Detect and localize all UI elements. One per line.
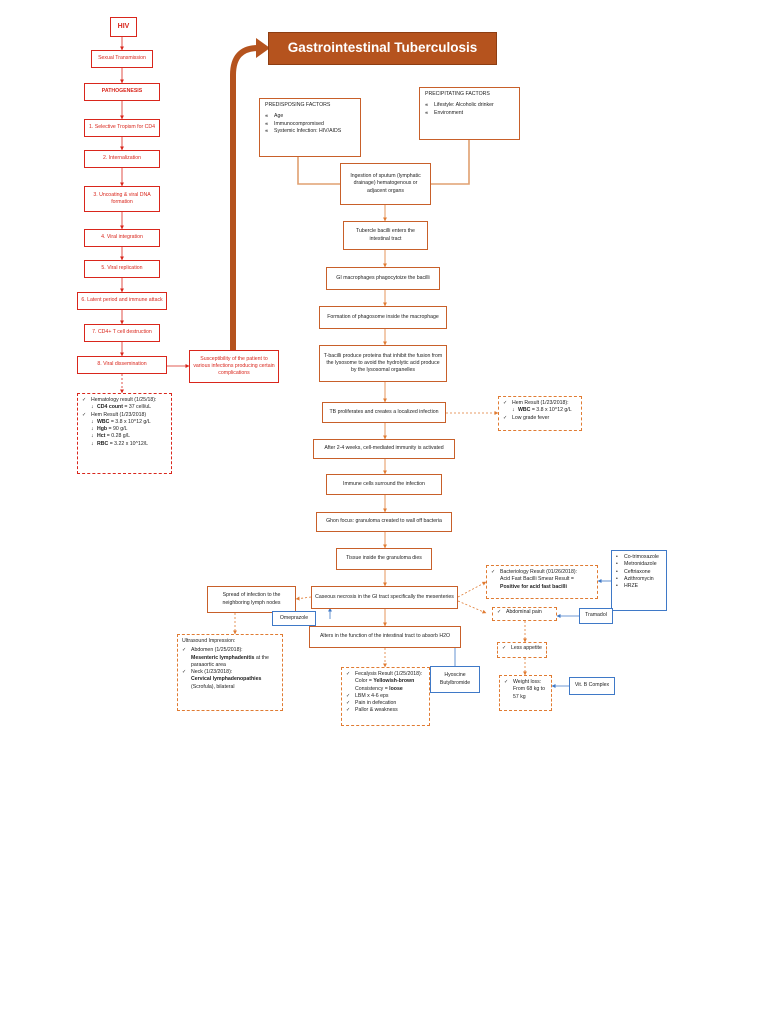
ultrasound-impression: Ultrasound Impression: ✓Abdomen (1/25/20… [177,634,283,711]
hiv-transmission: Sexual Transmission [91,50,153,68]
hiv-step-3: 3. Uncoating & viral DNA formation [84,186,160,212]
hiv-step-1: 1. Selective Tropism for CD4 [84,119,160,137]
flow-phagocytosis: GI macrophages phagocytoize the bacilli [326,267,440,290]
caseous-to-pain-arrow [457,600,487,614]
flow-immune-cells: Immune cells surround the infection [326,474,442,495]
hem-result-right: ✓Hem Result (1/23/2018): ↓WBC = 3.8 x 10… [498,396,582,431]
fecalysis-result: ✓Fecalysis Result (1/25/2018): Color = Y… [341,667,430,726]
precipitating-connector [431,140,470,185]
weight-loss: ✓Weight loss: From 68 kg to 57 kg [499,675,552,711]
flow-granuloma-dies: Tissue inside the granuloma dies [336,548,432,570]
big-arrow-head [256,38,270,58]
hiv-step-5: 5. Viral replication [84,260,160,278]
susceptibility-box: Susceptibility of the patient to various… [189,350,279,383]
hyoscine-to-alters [442,644,456,666]
hiv-lab-results: ✓Hematology result (1/25/18): ↓CD4 count… [77,393,172,474]
predisposing-factors: PREDISPOSING FACTORS ∝Age ∝Immunocomprom… [259,98,361,157]
precipitating-factors: PRECIPITATING FACTORS ∝Lifestyle: Alcoho… [419,87,520,140]
antibiotics-list: •Co-trimoxazole •Metronidazole •Ceftriax… [611,550,667,611]
caseous-to-spread-arrow [295,596,312,601]
abdominal-pain: ✓Abdominal pain [492,607,557,621]
omeprazole-box: Omeprazole [272,611,316,626]
hiv-step-2: 2. Internalization [84,150,160,168]
caseous-to-bacteriology-arrow [457,581,487,598]
hyoscine-box: Hyoscine Butylbromide [430,666,480,693]
vitamin-b-complex-box: Vit. B Complex [569,677,615,695]
page-title: Gastrointestinal Tuberculosis [268,32,497,65]
flow-cell-mediated-immunity: After 2-4 weeks, cell-mediated immunity … [313,439,455,459]
predisposing-connector [297,157,340,185]
hiv-step-7: 7. CD4+ T cell destruction [84,324,160,342]
flow-alters-function: Alters in the function of the intestinal… [309,626,461,648]
flow-phagosome: Formation of phagosome inside the macrop… [319,306,447,329]
spread-lymph-nodes: Spread of infection to the neighboring l… [207,586,296,613]
flow-localized-infection: TB proliferates and creates a localized … [322,402,446,423]
tramadol-box: Tramadol [579,608,613,624]
hiv-pathogenesis: PATHOGENESIS [84,83,160,101]
bacteriology-result: ✓Bacteriology Result (01/26/2018): Acid … [486,565,598,599]
flow-ghon-focus: Ghon focus: granuloma created to wall of… [316,512,452,532]
big-curved-arrow [230,45,259,350]
hiv-step-6: 6. Latent period and immune attack [77,292,167,310]
hiv-step-4: 4. Viral integration [84,229,160,247]
flow-bacilli-enters: Tubercle bacilli enters the intestinal t… [343,221,428,250]
flow-t-bacilli-proteins: T-bacilli produce proteins that inhibit … [319,345,447,382]
less-appetite: ✓Less appetite [497,642,547,658]
hiv-step-8: 8. Viral dissemination [77,356,167,374]
flow-ingestion: Ingestion of sputum (lymphatic drainage)… [340,163,431,205]
hiv-title: HIV [110,17,137,37]
flow-caseous-necrosis: Caseous necrosis in the GI tract specifi… [311,586,458,609]
